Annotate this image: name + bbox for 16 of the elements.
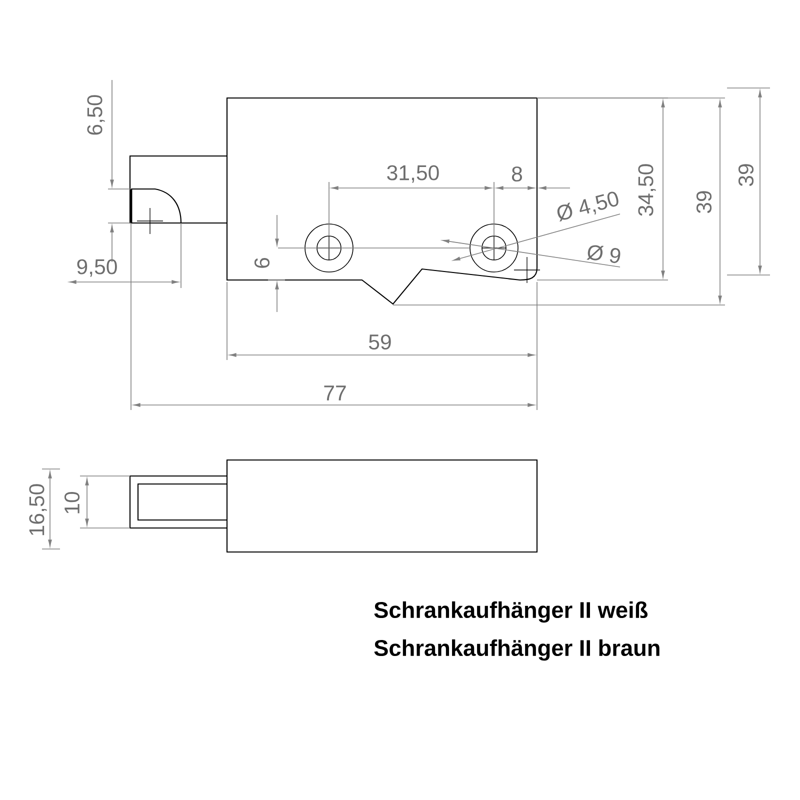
product-label: Schrankaufhänger II weiß [374,601,648,623]
dimension-label: 34,50 [638,164,656,216]
dimension-label: 39 [738,164,754,186]
dimension-label: Ø 9 [586,245,620,264]
dimension-label: Ø 4,50 [557,192,618,222]
dimension-label: 59 [369,334,391,350]
dimension-label: 31,50 [387,165,439,183]
dimension-label: 8 [512,166,522,182]
dimension-label: 6,50 [87,95,105,135]
dimension-label: 16,50 [29,484,47,536]
dimension-label: 9,50 [77,259,117,277]
dimension-label: 77 [324,386,346,400]
dimension-label: 6 [254,258,270,268]
product-label: Schrankaufhänger II braun [374,639,660,661]
dimension-label: 39 [696,191,712,214]
dimension-label: 10 [64,492,80,514]
